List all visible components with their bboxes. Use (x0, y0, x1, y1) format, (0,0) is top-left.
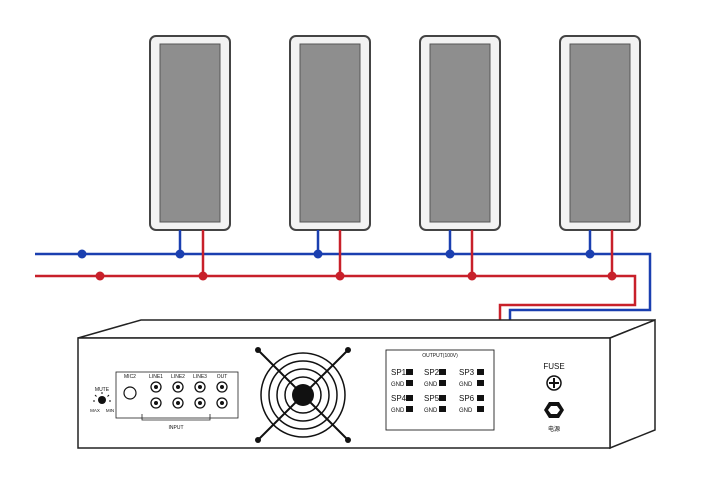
amplifier (77, 318, 656, 450)
gnd-label: GND (391, 408, 405, 414)
output-terminal-panel (385, 349, 495, 431)
mute-label: MUTE (95, 387, 110, 393)
volume-knob[interactable] (93, 392, 111, 404)
out-jacks[interactable] (216, 381, 228, 409)
sp4-terminal[interactable] (406, 395, 413, 401)
speaker-2 (289, 35, 371, 231)
terminal-row-2: SP4 SP5 SP6 (391, 394, 484, 403)
input-panel (115, 371, 239, 419)
out-label: OUT (217, 374, 228, 380)
gnd3-terminal[interactable] (477, 380, 484, 386)
gnd-label: GND (459, 408, 473, 414)
power-socket-icon[interactable] (544, 402, 564, 418)
input-label: INPUT (169, 425, 184, 431)
gnd-label: GND (424, 382, 438, 388)
min-label: MIN (106, 408, 114, 413)
input-bracket (141, 414, 211, 421)
terminal-gnd-row-2: GND GND GND (391, 406, 484, 414)
sp3-label: SP3 (459, 368, 475, 377)
gnd6-terminal[interactable] (477, 406, 484, 412)
gnd2-terminal[interactable] (439, 380, 446, 386)
mic-input-jack[interactable] (123, 386, 137, 400)
sp3-terminal[interactable] (477, 369, 484, 375)
sp5-label: SP5 (424, 394, 440, 403)
gnd-label: GND (424, 408, 438, 414)
sp2-label: SP2 (424, 368, 440, 377)
gnd1-terminal[interactable] (406, 380, 413, 386)
sp5-terminal[interactable] (439, 395, 446, 401)
blue-junctions (77, 249, 595, 259)
line2-jacks[interactable] (172, 381, 184, 409)
max-label: MAX (90, 408, 100, 413)
gnd-label: GND (459, 382, 473, 388)
sp2-terminal[interactable] (439, 369, 446, 375)
fuse-label: FUSE (543, 362, 564, 371)
line3-label: LINE3 (193, 374, 207, 380)
red-junctions (95, 271, 617, 281)
terminal-gnd-row-1: GND GND GND (391, 380, 484, 388)
fan-grille-icon (255, 347, 351, 443)
sp6-label: SP6 (459, 394, 475, 403)
speaker-1 (149, 35, 231, 231)
output-title: OUTPUT(100V) (422, 353, 458, 359)
line1-jacks[interactable] (150, 381, 162, 409)
sp1-label: SP1 (391, 368, 407, 377)
terminal-row-1: SP1 SP2 SP3 (391, 368, 484, 377)
fuse-icon[interactable] (546, 375, 562, 391)
gnd4-terminal[interactable] (406, 406, 413, 412)
speaker-3 (419, 35, 501, 231)
speaker-4 (559, 35, 641, 231)
gnd5-terminal[interactable] (439, 406, 446, 412)
power-label: 电源 (548, 425, 560, 433)
sp6-terminal[interactable] (477, 395, 484, 401)
line3-jacks[interactable] (194, 381, 206, 409)
sp4-label: SP4 (391, 394, 407, 403)
gnd-label: GND (391, 382, 405, 388)
line2-label: LINE2 (171, 374, 185, 380)
mic-label: MIC2 (124, 374, 136, 380)
line1-label: LINE1 (149, 374, 163, 380)
rca-jacks (150, 381, 228, 409)
sp1-terminal[interactable] (406, 369, 413, 375)
